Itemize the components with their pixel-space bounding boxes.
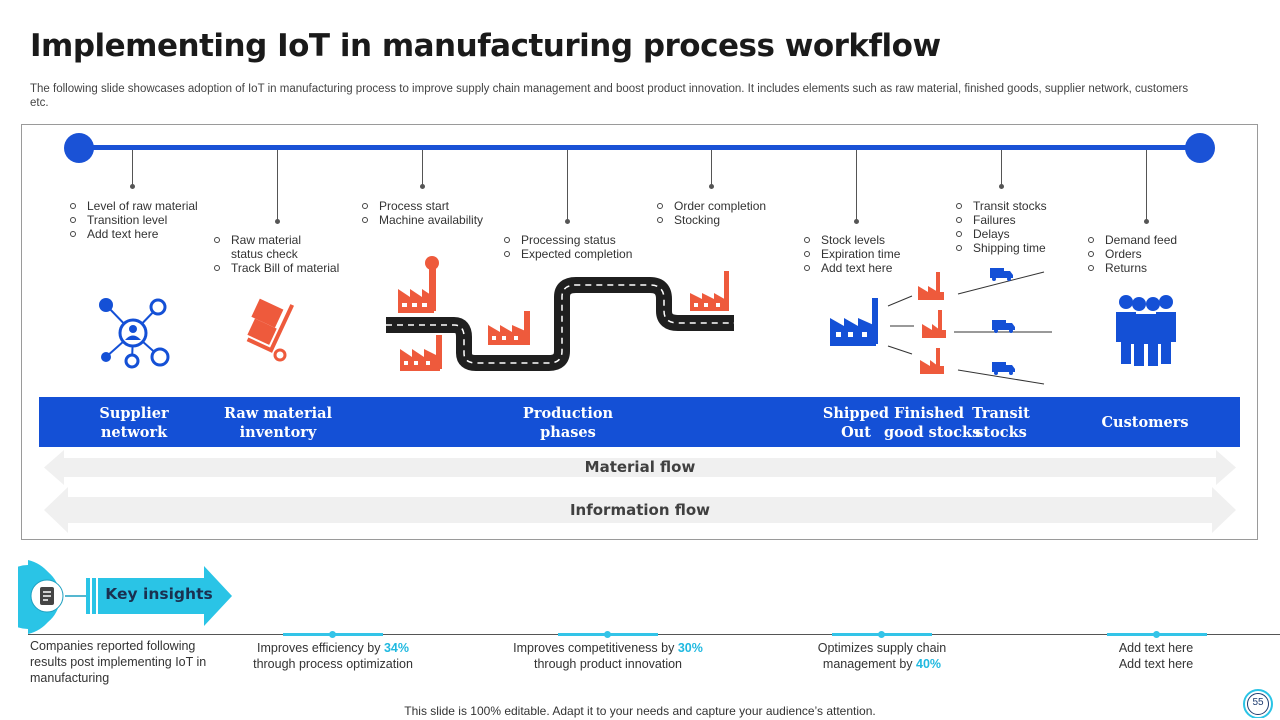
list-item: Shipping time	[954, 241, 1074, 255]
list-item: Transit stocks	[954, 199, 1074, 213]
list-item: Track Bill of material	[212, 261, 352, 275]
timeline-stem	[130, 150, 135, 189]
timeline-point-list: Level of raw material Transition level A…	[68, 199, 218, 241]
list-item: Failures	[954, 213, 1074, 227]
list-item: Expiration time	[802, 247, 932, 261]
footer-note: This slide is 100% editable. Adapt it to…	[404, 704, 876, 718]
shipping-network-icon	[830, 268, 1052, 385]
timeline-point-list: Processing status Expected completion	[502, 233, 652, 261]
list-item: Level of raw material	[68, 199, 218, 213]
information-flow-label: Information flow	[569, 501, 711, 519]
page-number: 55	[1252, 697, 1264, 708]
stage-bar	[39, 397, 1240, 447]
timeline-end-dot	[1185, 133, 1215, 163]
timeline-line	[78, 145, 1200, 150]
insights-intro: Companies reported following results pos…	[30, 639, 207, 685]
page-title: Implementing IoT in manufacturing proces…	[30, 28, 941, 64]
insight-item: Improves competitiveness by 30%through p…	[513, 641, 703, 671]
list-item: Demand feed	[1086, 233, 1206, 247]
list-item: Returns	[1086, 261, 1206, 275]
people-group-icon	[1116, 295, 1176, 366]
insight-marker-dot	[1153, 631, 1160, 638]
key-insights-label: Key insights	[105, 585, 213, 603]
timeline-point-list: Process start Machine availability	[360, 199, 500, 227]
factory-road-icon	[386, 256, 734, 371]
stage-label-customers: Customers	[1101, 414, 1189, 431]
material-flow-label: Material flow	[584, 458, 696, 476]
list-item: Transition level	[68, 213, 218, 227]
timeline-start-dot	[64, 133, 94, 163]
insight-item: Optimizes supply chain management by 40%	[817, 641, 947, 671]
list-item: Orders	[1086, 247, 1206, 261]
hand-truck-icon	[246, 298, 295, 362]
timeline-point-list: Order completion Stocking	[655, 199, 795, 227]
timeline-stem	[420, 150, 425, 189]
network-icon	[99, 298, 170, 369]
timeline-stem	[565, 150, 570, 224]
insight-marker-dot	[878, 631, 885, 638]
list-item: Add text here	[802, 261, 932, 275]
timeline-point-list: Raw material status check Track Bill of …	[212, 233, 352, 275]
page-subtitle: The following slide showcases adoption o…	[30, 83, 1189, 109]
list-item: Add text here	[68, 227, 218, 241]
list-item: Order completion	[655, 199, 795, 213]
insight-item: Improves efficiency by 34%through proces…	[253, 641, 413, 671]
timeline-stem	[854, 150, 859, 224]
list-item: Processing status	[502, 233, 652, 247]
document-icon	[40, 587, 54, 605]
information-flow-arrow: Information flow	[44, 487, 1236, 533]
insight-marker-dot	[604, 631, 611, 638]
timeline-stem	[709, 150, 714, 189]
list-item: Process start	[360, 199, 500, 213]
timeline-stem	[275, 150, 280, 224]
list-item: Expected completion	[502, 247, 652, 261]
truck-icon	[990, 268, 1015, 375]
list-item: Raw material status check	[212, 233, 316, 261]
list-item: Machine availability	[360, 213, 500, 227]
timeline-stem	[999, 150, 1004, 189]
page-number-badge: 55	[1240, 688, 1274, 718]
timeline-point-list: Transit stocks Failures Delays Shipping …	[954, 199, 1074, 255]
timeline-point-list: Stock levels Expiration time Add text he…	[802, 233, 932, 275]
timeline-point-list: Demand feed Orders Returns	[1086, 233, 1206, 275]
list-item: Stocking	[655, 213, 795, 227]
workflow-frame	[21, 124, 1258, 540]
key-insights-banner	[18, 560, 232, 634]
material-flow-arrow: Material flow	[44, 450, 1236, 485]
list-item: Delays	[954, 227, 1074, 241]
insight-marker-dot	[329, 631, 336, 638]
list-item: Stock levels	[802, 233, 932, 247]
timeline-stem	[1144, 150, 1149, 224]
